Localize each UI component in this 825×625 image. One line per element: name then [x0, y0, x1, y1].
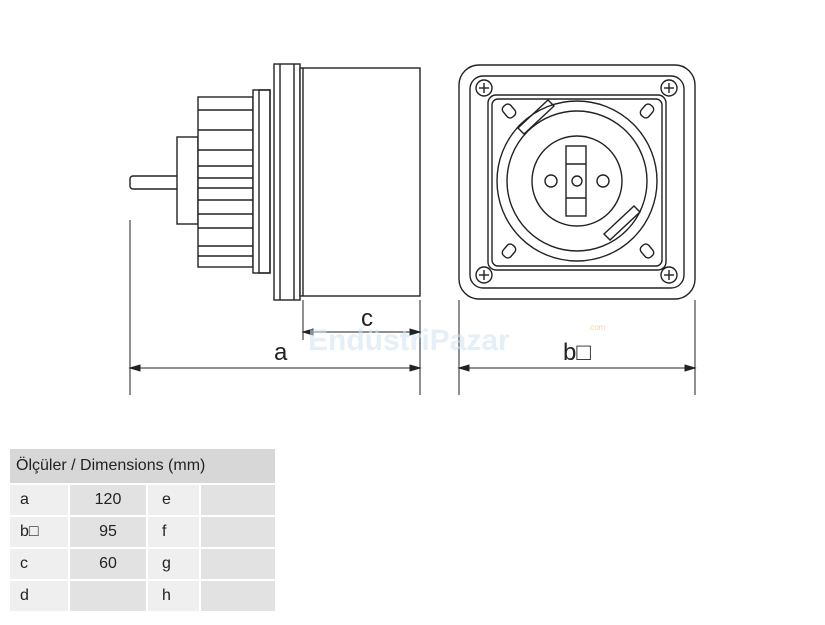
cell-key: h	[148, 581, 199, 611]
cell-key: f	[148, 517, 199, 547]
cell-value: 95	[70, 517, 146, 547]
cell-key: b□	[10, 517, 68, 547]
watermark: EndüstriPazar	[308, 324, 510, 357]
table-header: Ölçüler / Dimensions (mm)	[10, 449, 275, 483]
cell-key: g	[148, 549, 199, 579]
cell-value: 60	[70, 549, 146, 579]
cell-value	[201, 517, 275, 547]
dimensions-table: Ölçüler / Dimensions (mm) a 120 e b□ 95 …	[8, 447, 277, 613]
cell-key: c	[10, 549, 68, 579]
screw-icon	[475, 266, 493, 284]
cell-key: d	[10, 581, 68, 611]
label-c: c	[361, 305, 373, 332]
label-b: b□	[563, 339, 591, 366]
table-row: b□ 95 f	[10, 517, 275, 547]
screw-icon	[475, 79, 493, 97]
cell-value	[201, 549, 275, 579]
cell-value	[201, 581, 275, 611]
front-view	[458, 64, 696, 300]
table-row: d h	[10, 581, 275, 611]
label-a: a	[274, 339, 288, 366]
screw-icon	[660, 79, 678, 97]
cell-key: a	[10, 485, 68, 515]
cell-value	[70, 581, 146, 611]
cell-value: 120	[70, 485, 146, 515]
table-row: a 120 e	[10, 485, 275, 515]
dimension-lines	[128, 220, 697, 395]
screw-icon	[660, 266, 678, 284]
cell-value	[201, 485, 275, 515]
table-row: c 60 g	[10, 549, 275, 579]
watermark-suffix: .com	[588, 323, 606, 332]
cell-key: e	[148, 485, 199, 515]
side-view	[129, 63, 421, 301]
technical-drawing: EndüstriPazar .com c a b□	[128, 63, 697, 395]
